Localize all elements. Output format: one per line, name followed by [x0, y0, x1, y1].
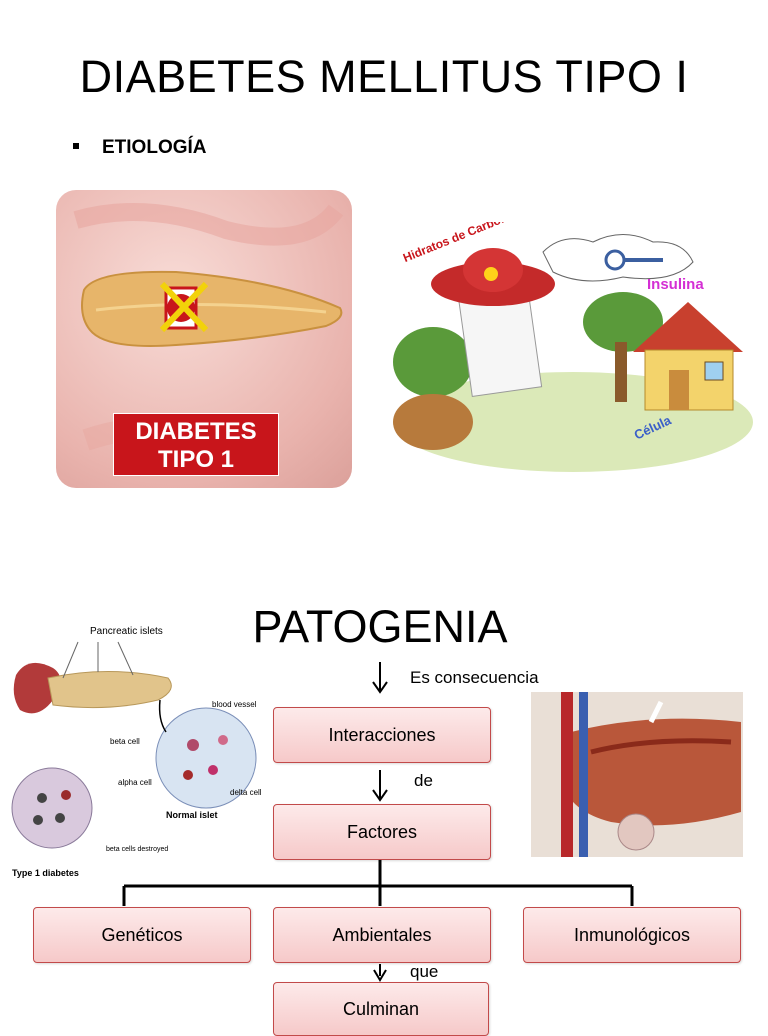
islet-label-blood-vessel: blood vessel: [212, 700, 257, 709]
box-factores: Factores: [273, 804, 491, 860]
pancreas-anatomy-image: [531, 692, 743, 857]
cartoon-drawing: [393, 234, 753, 472]
islet-label-alpha-cell: alpha cell: [118, 778, 152, 787]
box-ambientales: Ambientales: [273, 907, 491, 963]
anatomy-drawing: [561, 692, 741, 857]
connector-es-consecuencia: Es consecuencia: [410, 668, 539, 687]
slide1-title: DIABETES MELLITUS TIPO I: [79, 51, 689, 102]
connector-que: que: [410, 962, 439, 981]
islet-label-pancreatic: Pancreatic islets: [90, 626, 163, 637]
pancreas-illustration: DIABETES TIPO 1: [56, 190, 352, 488]
islet-label-beta-cell: beta cell: [110, 737, 140, 746]
bullet-marker: [73, 143, 79, 149]
islet-label-type1: Type 1 diabetes: [12, 868, 79, 878]
box-inmunologicos: Inmunológicos: [523, 907, 741, 963]
pancreatic-islets-illustration: Pancreatic islets blood vessel beta cell…: [8, 620, 270, 882]
islet-label-normal: Normal islet: [166, 810, 218, 820]
label-insulina: Insulina: [647, 276, 704, 293]
box-geneticos: Genéticos: [33, 907, 251, 963]
diabetes-badge: DIABETES TIPO 1: [113, 413, 279, 476]
islet-label-destroyed: beta cells destroyed: [106, 846, 169, 853]
pancreas-drawing: [73, 203, 344, 460]
glucose-cartoon: Hidratos de Carbono Insulina Célula: [393, 222, 755, 472]
box-interacciones: Interacciones: [273, 707, 491, 763]
slide2-title: PATOGENIA: [252, 601, 508, 652]
box-culminan: Culminan: [273, 982, 489, 1036]
bullet-etiologia: ETIOLOGÍA: [102, 137, 207, 158]
badge-line1: DIABETES: [135, 418, 257, 445]
badge-line2: TIPO 1: [157, 446, 235, 473]
connector-de: de: [414, 771, 433, 790]
islets-drawing: [11, 641, 257, 849]
islet-label-delta-cell: delta cell: [230, 788, 262, 797]
